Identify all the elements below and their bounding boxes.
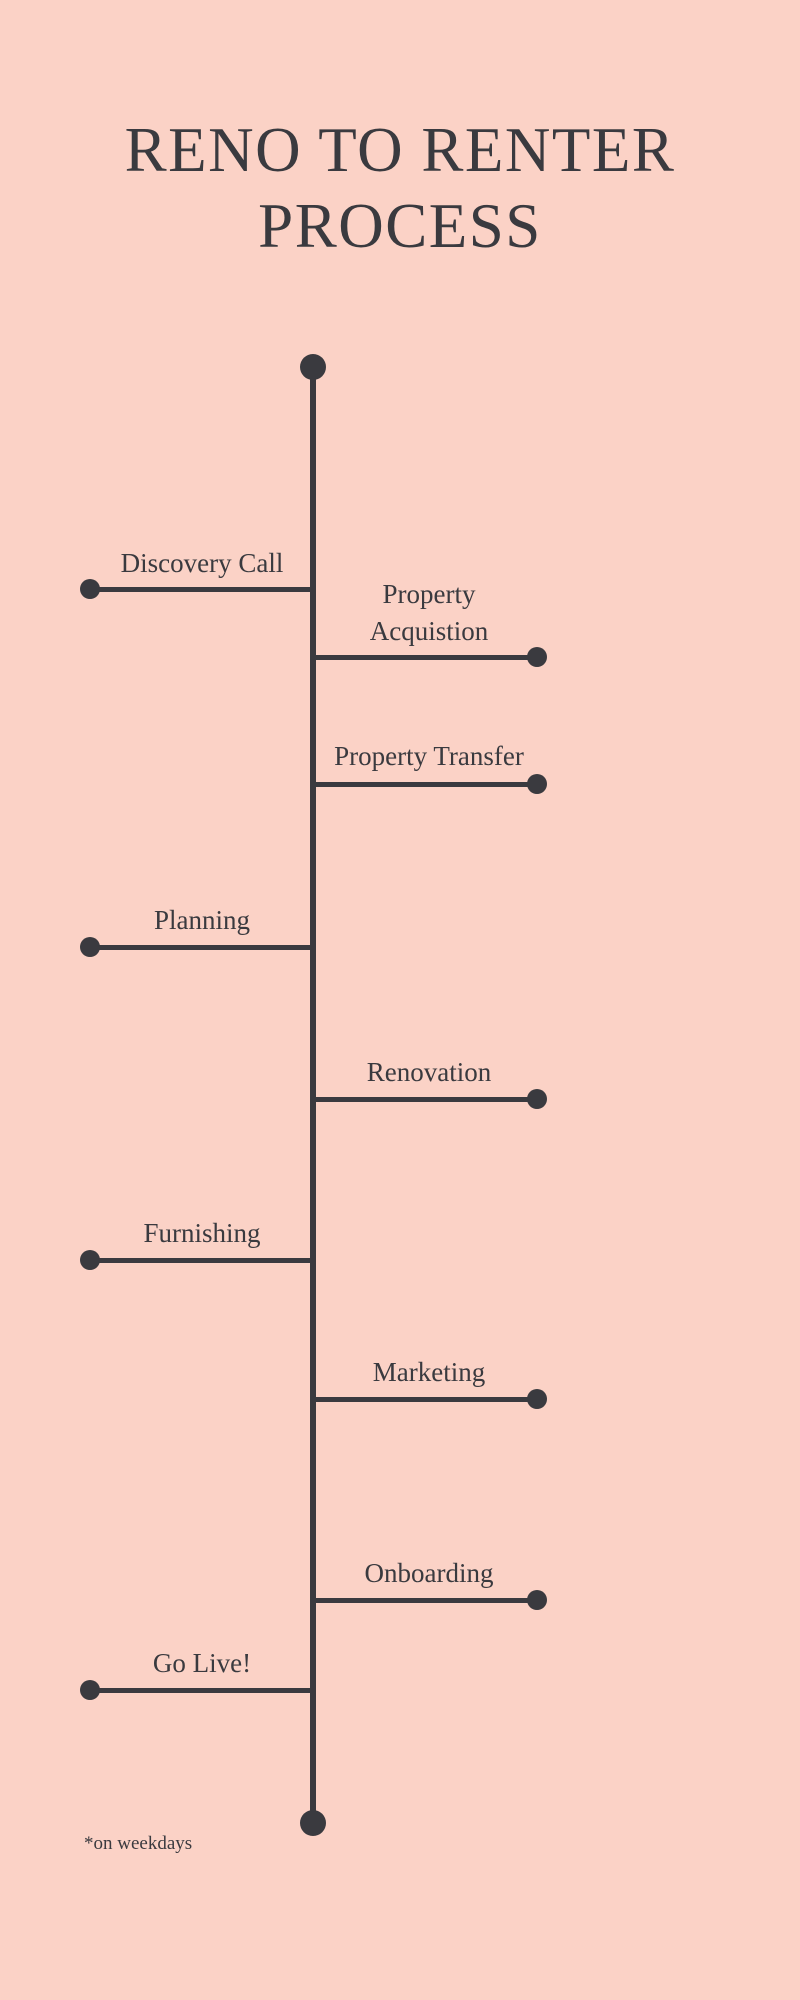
timeline-branch-dot[interactable] <box>527 1389 547 1409</box>
page-title: RENO TO RENTER PROCESS <box>0 112 800 264</box>
timeline-step-label: Furnishing <box>143 1218 261 1248</box>
timeline-end-dot <box>300 1810 326 1836</box>
page-title-line-2: PROCESS <box>258 191 542 261</box>
timeline-branch-line <box>313 782 537 787</box>
timeline-branch-dot[interactable] <box>527 1089 547 1109</box>
timeline-branch-dot[interactable] <box>80 1250 100 1270</box>
timeline-spine <box>310 367 316 1825</box>
timeline-branch-line <box>90 945 313 950</box>
timeline-branch-dot[interactable] <box>527 1590 547 1610</box>
timeline-step-label: Planning <box>153 905 250 935</box>
page-title-line-1: RENO TO RENTER <box>124 115 676 185</box>
timeline-branch-line <box>313 1097 537 1102</box>
footnote: *on weekdays <box>84 1833 193 1854</box>
timeline-step-label: Onboarding <box>364 1558 494 1588</box>
timeline-branch-line <box>313 655 537 660</box>
timeline-branch-dot[interactable] <box>527 774 547 794</box>
timeline-step-label: Property Transfer <box>334 741 524 771</box>
timeline-start-dot <box>300 354 326 380</box>
timeline-branch-dot[interactable] <box>80 1680 100 1700</box>
timeline-branch-line <box>90 1258 313 1263</box>
timeline-branch-dot[interactable] <box>527 647 547 667</box>
timeline-step-label: Go Live! <box>152 1648 252 1678</box>
timeline-branch-dot[interactable] <box>80 937 100 957</box>
timeline-step-label: Renovation <box>366 1057 492 1087</box>
timeline-step-label: Marketing <box>372 1357 486 1387</box>
timeline-step-label: Discovery Call <box>120 548 284 578</box>
timeline-step-label: Property Acquistion <box>369 579 489 646</box>
timeline-branch-line <box>313 1397 537 1402</box>
timeline-branch-line <box>90 587 313 592</box>
timeline-branch-line <box>313 1598 537 1603</box>
timeline-branch-line <box>90 1688 313 1693</box>
timeline-branch-dot[interactable] <box>80 579 100 599</box>
